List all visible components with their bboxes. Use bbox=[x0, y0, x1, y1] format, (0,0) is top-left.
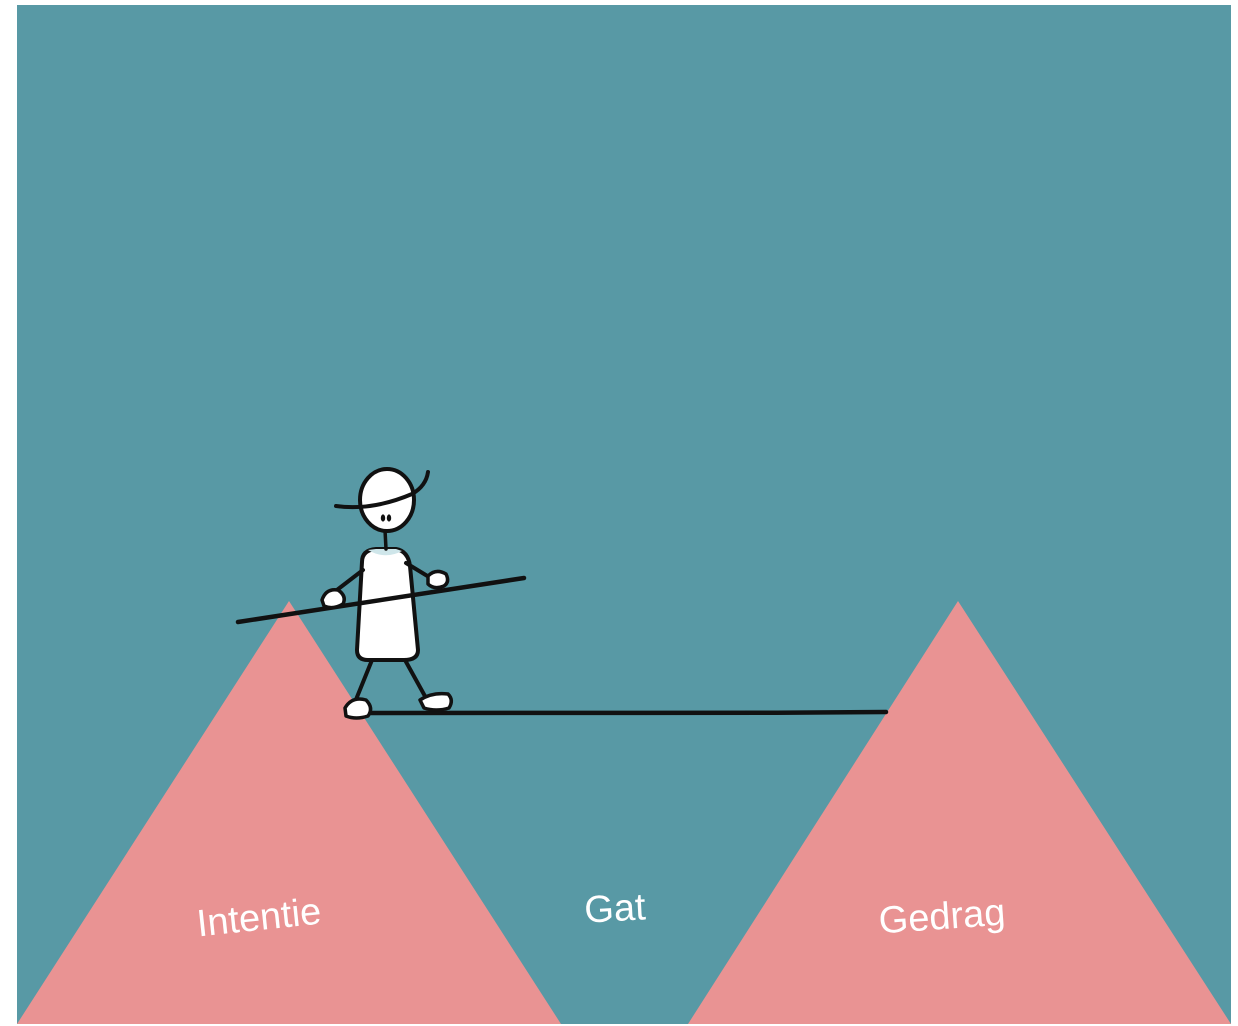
tightrope-walker-icon bbox=[235, 467, 527, 720]
label-gap: Gat bbox=[583, 886, 647, 931]
right-mountain bbox=[688, 601, 1231, 1024]
left-mountain bbox=[17, 601, 561, 1024]
tightrope bbox=[355, 709, 889, 716]
label-behavior: Gedrag bbox=[877, 892, 1006, 943]
